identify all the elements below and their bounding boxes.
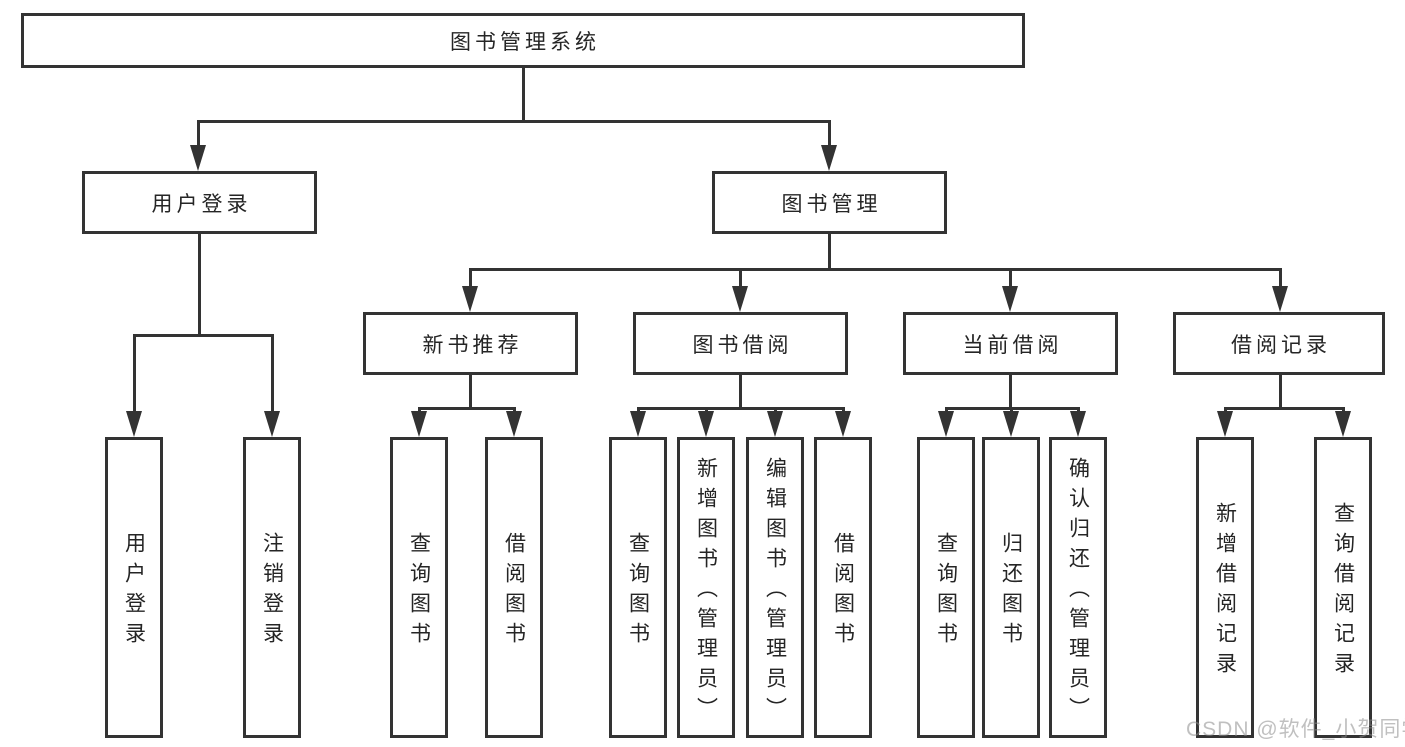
leaf-query-books-1-label: 查询图书 [407,532,431,652]
connector-line-horizontal [1224,407,1345,410]
leaf-borrow-books-1-label: 借阅图书 [502,532,526,652]
leaf-query-books-2: 查询图书 [609,437,667,738]
arrowhead-down-icon [190,145,206,171]
connector-line-horizontal [133,334,274,337]
leaf-user-login: 用户登录 [105,437,163,738]
node-root-label: 图书管理系统 [450,30,600,54]
connector-line-vertical [739,269,742,289]
leaf-edit-books-admin-label: 编辑图书（管理员） [763,457,787,727]
connector-line-vertical [739,375,742,409]
leaf-user-login-label: 用户登录 [122,532,146,652]
leaf-logout-label: 注销登录 [260,532,284,652]
node-current-borrowing: 当前借阅 [903,312,1118,375]
arrowhead-down-icon [1217,411,1233,437]
arrowhead-down-icon [1272,286,1288,312]
node-new-book-recommend: 新书推荐 [363,312,578,375]
arrowhead-down-icon [1002,286,1018,312]
arrowhead-down-icon [1003,411,1019,437]
leaf-add-books-admin: 新增图书（管理员） [677,437,735,738]
connector-line-vertical [828,234,831,271]
arrowhead-down-icon [938,411,954,437]
node-root: 图书管理系统 [21,13,1025,68]
leaf-query-borrow-record: 查询借阅记录 [1314,437,1372,738]
watermark: CSDN @软件_小贺同学 [1186,718,1405,741]
connector-line-vertical [198,234,201,336]
node-user-login-label: 用户登录 [151,192,252,216]
node-new-book-recommend-label: 新书推荐 [422,333,523,357]
arrowhead-down-icon [411,411,427,437]
connector-line-horizontal [637,407,845,410]
connector-line-vertical [1009,269,1012,289]
node-user-login: 用户登录 [82,171,317,234]
leaf-add-borrow-record-label: 新增借阅记录 [1213,502,1237,682]
arrowhead-down-icon [1335,411,1351,437]
leaf-edit-books-admin: 编辑图书（管理员） [746,437,804,738]
leaf-query-books-1: 查询图书 [390,437,448,738]
leaf-query-borrow-record-label: 查询借阅记录 [1331,502,1355,682]
connector-line-vertical [469,269,472,289]
node-borrowing-records: 借阅记录 [1173,312,1385,375]
node-current-borrowing-label: 当前借阅 [962,333,1063,357]
arrowhead-down-icon [630,411,646,437]
leaf-confirm-return-admin-label: 确认归还（管理员） [1066,457,1090,727]
leaf-add-borrow-record: 新增借阅记录 [1196,437,1254,738]
leaf-borrow-books-1: 借阅图书 [485,437,543,738]
node-borrowing-records-label: 借阅记录 [1231,333,1331,357]
leaf-borrow-books-2: 借阅图书 [814,437,872,738]
arrowhead-down-icon [126,411,142,437]
leaf-query-books-3-label: 查询图书 [934,532,958,652]
arrowhead-down-icon [462,286,478,312]
connector-line-vertical [197,121,200,148]
node-book-borrowing-label: 图书借阅 [692,333,793,357]
leaf-confirm-return-admin: 确认归还（管理员） [1049,437,1107,738]
arrowhead-down-icon [264,411,280,437]
connector-line-vertical [522,68,525,122]
leaf-return-books: 归还图书 [982,437,1040,738]
connector-line-vertical [1009,375,1012,409]
arrowhead-down-icon [835,411,851,437]
connector-line-vertical [133,335,136,413]
arrowhead-down-icon [821,145,837,171]
connector-line-horizontal [418,407,516,410]
connector-line-horizontal [469,268,1282,271]
arrowhead-down-icon [767,411,783,437]
connector-line-vertical [469,375,472,409]
arrowhead-down-icon [1070,411,1086,437]
arrowhead-down-icon [506,411,522,437]
leaf-return-books-label: 归还图书 [999,532,1023,652]
connector-line-vertical [1279,375,1282,409]
arrowhead-down-icon [732,286,748,312]
node-book-management-label: 图书管理 [781,192,882,216]
arrowhead-down-icon [698,411,714,437]
connector-line-vertical [1279,269,1282,289]
leaf-logout: 注销登录 [243,437,301,738]
connector-line-horizontal [197,120,831,123]
connector-line-vertical [271,335,274,413]
leaf-query-books-3: 查询图书 [917,437,975,738]
node-book-management: 图书管理 [712,171,947,234]
leaf-borrow-books-2-label: 借阅图书 [831,532,855,652]
leaf-add-books-admin-label: 新增图书（管理员） [694,457,718,727]
connector-line-vertical [828,121,831,148]
leaf-query-books-2-label: 查询图书 [626,532,650,652]
node-book-borrowing: 图书借阅 [633,312,848,375]
